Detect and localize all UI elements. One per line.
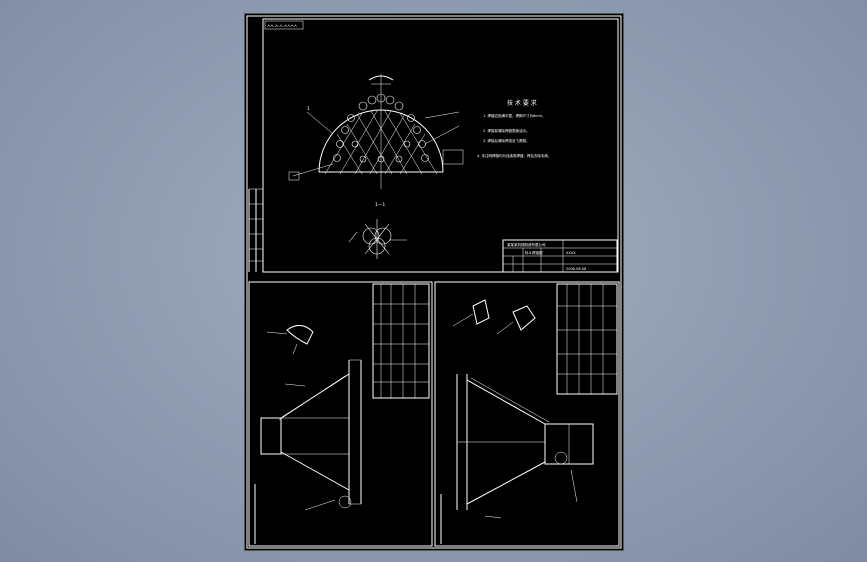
section-label: 1—1: [375, 202, 385, 208]
tb-drawing-name: 料斗焊接图: [525, 250, 543, 255]
cad-drawing: ᗅᗅ-ᗅ-ᗅ-ᗅᗅᗅᗅ: [246, 15, 622, 549]
tb-part-no: XXXX: [566, 251, 576, 255]
sheet-border: [246, 15, 622, 549]
balloon-1: 1: [307, 106, 310, 112]
drawing-sheet: ᗅᗅ-ᗅ-ᗅ-ᗅᗅᗅᗅ: [244, 13, 624, 551]
plan-view: 1: [288, 74, 464, 189]
top-frame: [262, 18, 619, 273]
tb-date: 2008-08-08: [566, 267, 586, 271]
note-2: 2. 焊接前清除焊缝表面油污。: [483, 128, 529, 133]
note-1: 1. 焊缝应饱满平整，焊脚尺寸为6mm。: [483, 113, 546, 118]
sheet-code: ᗅᗅ-ᗅ-ᗅ-ᗅᗅᗅᗅ: [267, 24, 298, 28]
note-4: 4. 未注明焊缝均为连续角焊缝，焊后去除毛刺。: [477, 153, 551, 158]
bottom-right-frame: [434, 281, 620, 547]
binding-strip: [248, 188, 263, 272]
code-box: [264, 20, 304, 30]
tech-title: 技 术 要 求: [507, 99, 537, 107]
title-block: [502, 239, 618, 273]
right-side-view: [440, 283, 618, 544]
bottom-left-frame: [248, 281, 433, 547]
note-3: 3. 焊接后清除焊渣及飞溅物。: [483, 138, 529, 143]
section-detail: [348, 219, 407, 259]
left-side-view: [254, 283, 430, 544]
tb-company: 某某某机械制造有限公司: [507, 242, 546, 247]
